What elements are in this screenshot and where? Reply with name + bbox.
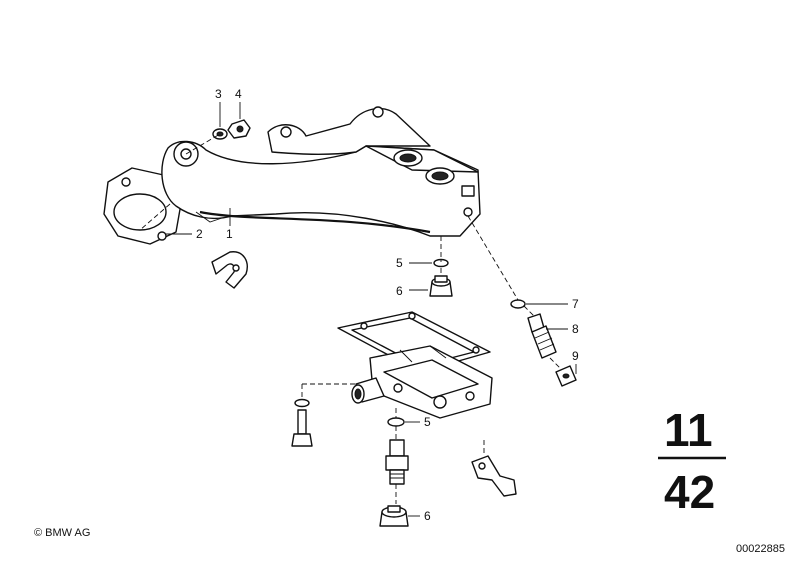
group-sub-number: 42 (664, 466, 715, 518)
callout-9: 9 (572, 349, 579, 363)
intake-manifold (161, 106, 481, 237)
callout-2: 2 (196, 227, 203, 241)
callout-5-lower: 5 (424, 415, 431, 429)
washer-lower-left (294, 398, 310, 408)
cap-nut-9 (555, 365, 577, 387)
bolt-lower-left (291, 409, 313, 447)
washer-5-upper (433, 258, 449, 268)
group-main-number: 11 (664, 404, 713, 456)
callout-4: 4 (235, 87, 242, 101)
plug-6-lower (379, 505, 409, 527)
group-number: 11 42 (658, 404, 726, 518)
assembly-lines (139, 133, 561, 504)
temperature-sensor-8 (527, 313, 557, 359)
callout-5-upper: 5 (396, 256, 403, 270)
seal-ring-7 (510, 299, 526, 309)
callout-6-upper: 6 (396, 284, 403, 298)
callout-7: 7 (572, 297, 579, 311)
mounting-bracket (471, 455, 517, 497)
callout-8: 8 (572, 322, 579, 336)
flange-gasket (103, 167, 183, 245)
image-code: 00022885 (736, 543, 785, 555)
plug-6-upper (429, 275, 453, 297)
temperature-switch-lower (385, 439, 409, 485)
coolant-plate (351, 345, 493, 419)
washer-3 (212, 128, 228, 140)
callout-3: 3 (215, 87, 222, 101)
bracket-clip (211, 251, 248, 289)
callout-6-lower: 6 (424, 509, 431, 523)
leader-lines (166, 102, 577, 517)
copyright-text: © BMW AG (34, 527, 90, 539)
nut-4 (227, 119, 251, 139)
washer-5-lower (387, 417, 405, 427)
callout-labels: 1 2 3 4 5 6 7 8 9 5 6 (196, 87, 579, 523)
callout-1: 1 (226, 227, 233, 241)
